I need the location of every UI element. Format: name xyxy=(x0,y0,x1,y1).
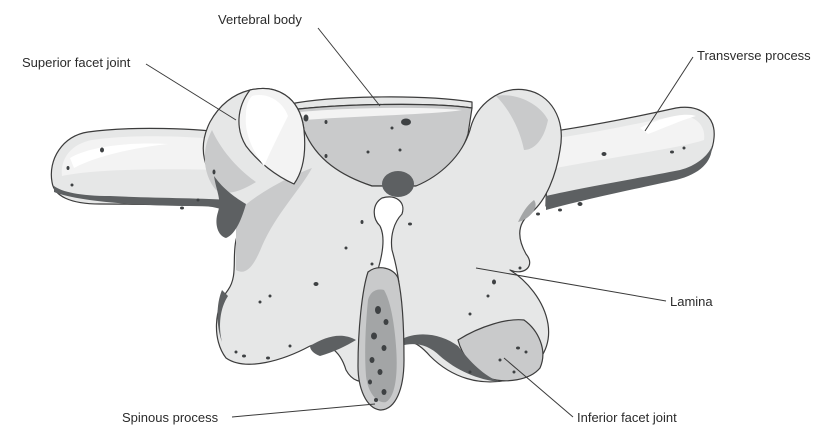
label-lamina: Lamina xyxy=(670,294,713,309)
leader-spinous-process xyxy=(232,404,375,417)
label-inferior-facet-joint: Inferior facet joint xyxy=(577,410,677,425)
leader-superior-facet-joint xyxy=(146,64,236,120)
label-transverse-process: Transverse process xyxy=(697,48,811,63)
right-transverse-process xyxy=(536,107,714,215)
label-vertebral-body: Vertebral body xyxy=(218,12,302,27)
label-superior-facet-joint: Superior facet joint xyxy=(22,55,131,70)
label-spinous-process: Spinous process xyxy=(122,410,219,425)
leader-vertebral-body xyxy=(318,28,380,106)
